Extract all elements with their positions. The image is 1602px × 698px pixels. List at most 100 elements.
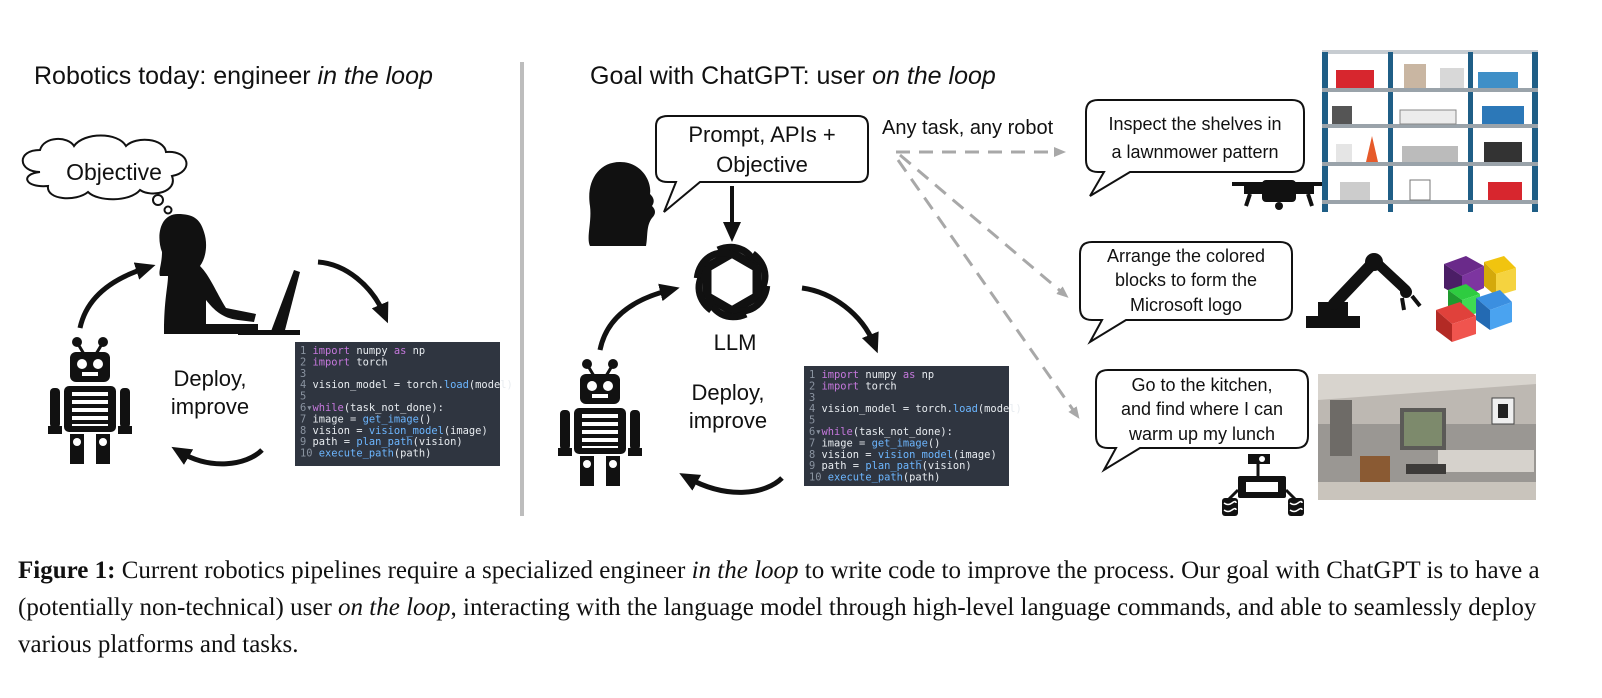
code-token: 1 xyxy=(300,345,313,357)
wheeled-robot-icon xyxy=(1222,454,1304,516)
figure-caption: Figure 1: Current robotics pipelines req… xyxy=(18,552,1586,663)
code-token: 10 xyxy=(809,472,822,484)
cycle-arrow xyxy=(679,473,784,495)
deploy-improve-label: Deploy, xyxy=(692,380,765,405)
task-text: Arrange the colored xyxy=(1107,246,1265,266)
code-token: plan_path xyxy=(356,436,412,448)
code-token: 8 xyxy=(300,425,313,437)
code-token: (model) xyxy=(469,379,513,391)
objective-cloud-text: Objective xyxy=(66,159,162,185)
task-text: Go to the kitchen, xyxy=(1131,375,1272,395)
code-token: (model) xyxy=(978,403,1022,415)
code-token: (vision) xyxy=(922,460,972,472)
any-task-label: Any task, any robot xyxy=(882,117,1054,139)
code-token: 9 xyxy=(300,436,313,448)
prompt-bubble-text: Prompt, APIs + xyxy=(688,122,835,147)
code-token: image = xyxy=(313,413,363,425)
code-token: while xyxy=(313,402,344,414)
robot-icon xyxy=(558,359,642,486)
code-token: 2 xyxy=(300,356,313,368)
code-token: () xyxy=(928,437,941,449)
code-token: get_image xyxy=(872,437,928,449)
deploy-improve-label: improve xyxy=(171,394,249,419)
user-head-icon xyxy=(588,162,655,246)
code-token: (path) xyxy=(394,448,432,460)
task-text: blocks to form the xyxy=(1115,270,1257,290)
code-token: vision = xyxy=(822,449,878,461)
task-text: Inspect the shelves in xyxy=(1108,114,1281,134)
code-token: 5 xyxy=(809,415,822,427)
code-token: (vision) xyxy=(413,436,463,448)
left-panel-title: Robotics today: engineer in the loop xyxy=(34,62,433,90)
robot-icon xyxy=(48,337,132,464)
code-token: image = xyxy=(822,437,872,449)
cycle-arrow xyxy=(77,262,156,329)
code-token: 4 xyxy=(300,379,313,391)
cycle-arrow xyxy=(171,446,264,467)
code-token: numpy xyxy=(350,345,394,357)
objective-thought-cloud: Objective xyxy=(21,134,188,215)
task-text: and find where I can xyxy=(1121,399,1283,419)
code-token: 4 xyxy=(809,403,822,415)
caption-emphasis: on the loop xyxy=(338,594,451,621)
code-token: 8 xyxy=(809,449,822,461)
deploy-improve-label: improve xyxy=(689,408,767,433)
code-token: plan_path xyxy=(865,460,921,472)
robot-arm-icon xyxy=(1306,253,1422,328)
code-token: () xyxy=(419,413,432,425)
code-token: load xyxy=(953,403,978,415)
code-token: 7 xyxy=(300,413,313,425)
task-text: Microsoft logo xyxy=(1130,295,1242,315)
code-token: vision_model = torch. xyxy=(822,403,953,415)
code-token: 9 xyxy=(809,460,822,472)
dashed-arrow xyxy=(899,153,1069,298)
openai-logo-icon xyxy=(693,243,771,321)
llm-label: LLM xyxy=(714,330,757,355)
code-token: torch xyxy=(859,380,897,392)
drone-icon xyxy=(1232,180,1326,210)
code-token: path = xyxy=(822,460,866,472)
code-token: (image) xyxy=(444,425,488,437)
caption-label: Figure 1: xyxy=(18,557,116,584)
cycle-arrow xyxy=(801,285,879,354)
code-token: 6 xyxy=(300,402,306,414)
code-token: import xyxy=(822,369,860,381)
code-token: torch xyxy=(350,356,388,368)
code-token: as xyxy=(903,369,916,381)
code-token: (task_not_done): xyxy=(344,402,444,414)
colored-blocks-image xyxy=(1436,256,1516,342)
deploy-improve-label: Deploy, xyxy=(174,366,247,391)
code-token: 10 xyxy=(300,448,313,460)
caption-text: , interacting with the language model th… xyxy=(18,594,1537,658)
cycle-arrow xyxy=(597,283,680,351)
caption-text: to write code to improve the process. Ou… xyxy=(18,557,1540,621)
code-token: (image) xyxy=(953,449,997,461)
right-panel-title: Goal with ChatGPT: user on the loop xyxy=(590,62,996,90)
code-token: 1 xyxy=(809,369,822,381)
code-token: vision = xyxy=(313,425,369,437)
code-token: numpy xyxy=(859,369,903,381)
code-token: execute_path xyxy=(319,448,394,460)
engineer-at-laptop-icon xyxy=(159,214,300,335)
code-token: import xyxy=(822,380,860,392)
caption-text: Current robotics pipelines require a spe… xyxy=(115,557,692,584)
code-token: 6 xyxy=(809,426,815,438)
prompt-bubble-text: Objective xyxy=(716,152,808,177)
code-token: np xyxy=(915,369,934,381)
task-bubble-arm: Arrange the colored blocks to form the M… xyxy=(1079,241,1293,345)
code-token: path = xyxy=(313,436,357,448)
code-token: as xyxy=(394,345,407,357)
code-token: ▾ xyxy=(306,402,312,414)
code-token: load xyxy=(444,379,469,391)
code-token: 3 xyxy=(809,392,822,404)
task-bubble-drone: Inspect the shelves in a lawnmower patte… xyxy=(1085,99,1305,197)
code-token: (path) xyxy=(903,472,941,484)
code-token: (task_not_done): xyxy=(853,426,953,438)
code-token: while xyxy=(822,426,853,438)
task-text: warm up my lunch xyxy=(1128,424,1275,444)
code-token: vision_model xyxy=(878,449,953,461)
